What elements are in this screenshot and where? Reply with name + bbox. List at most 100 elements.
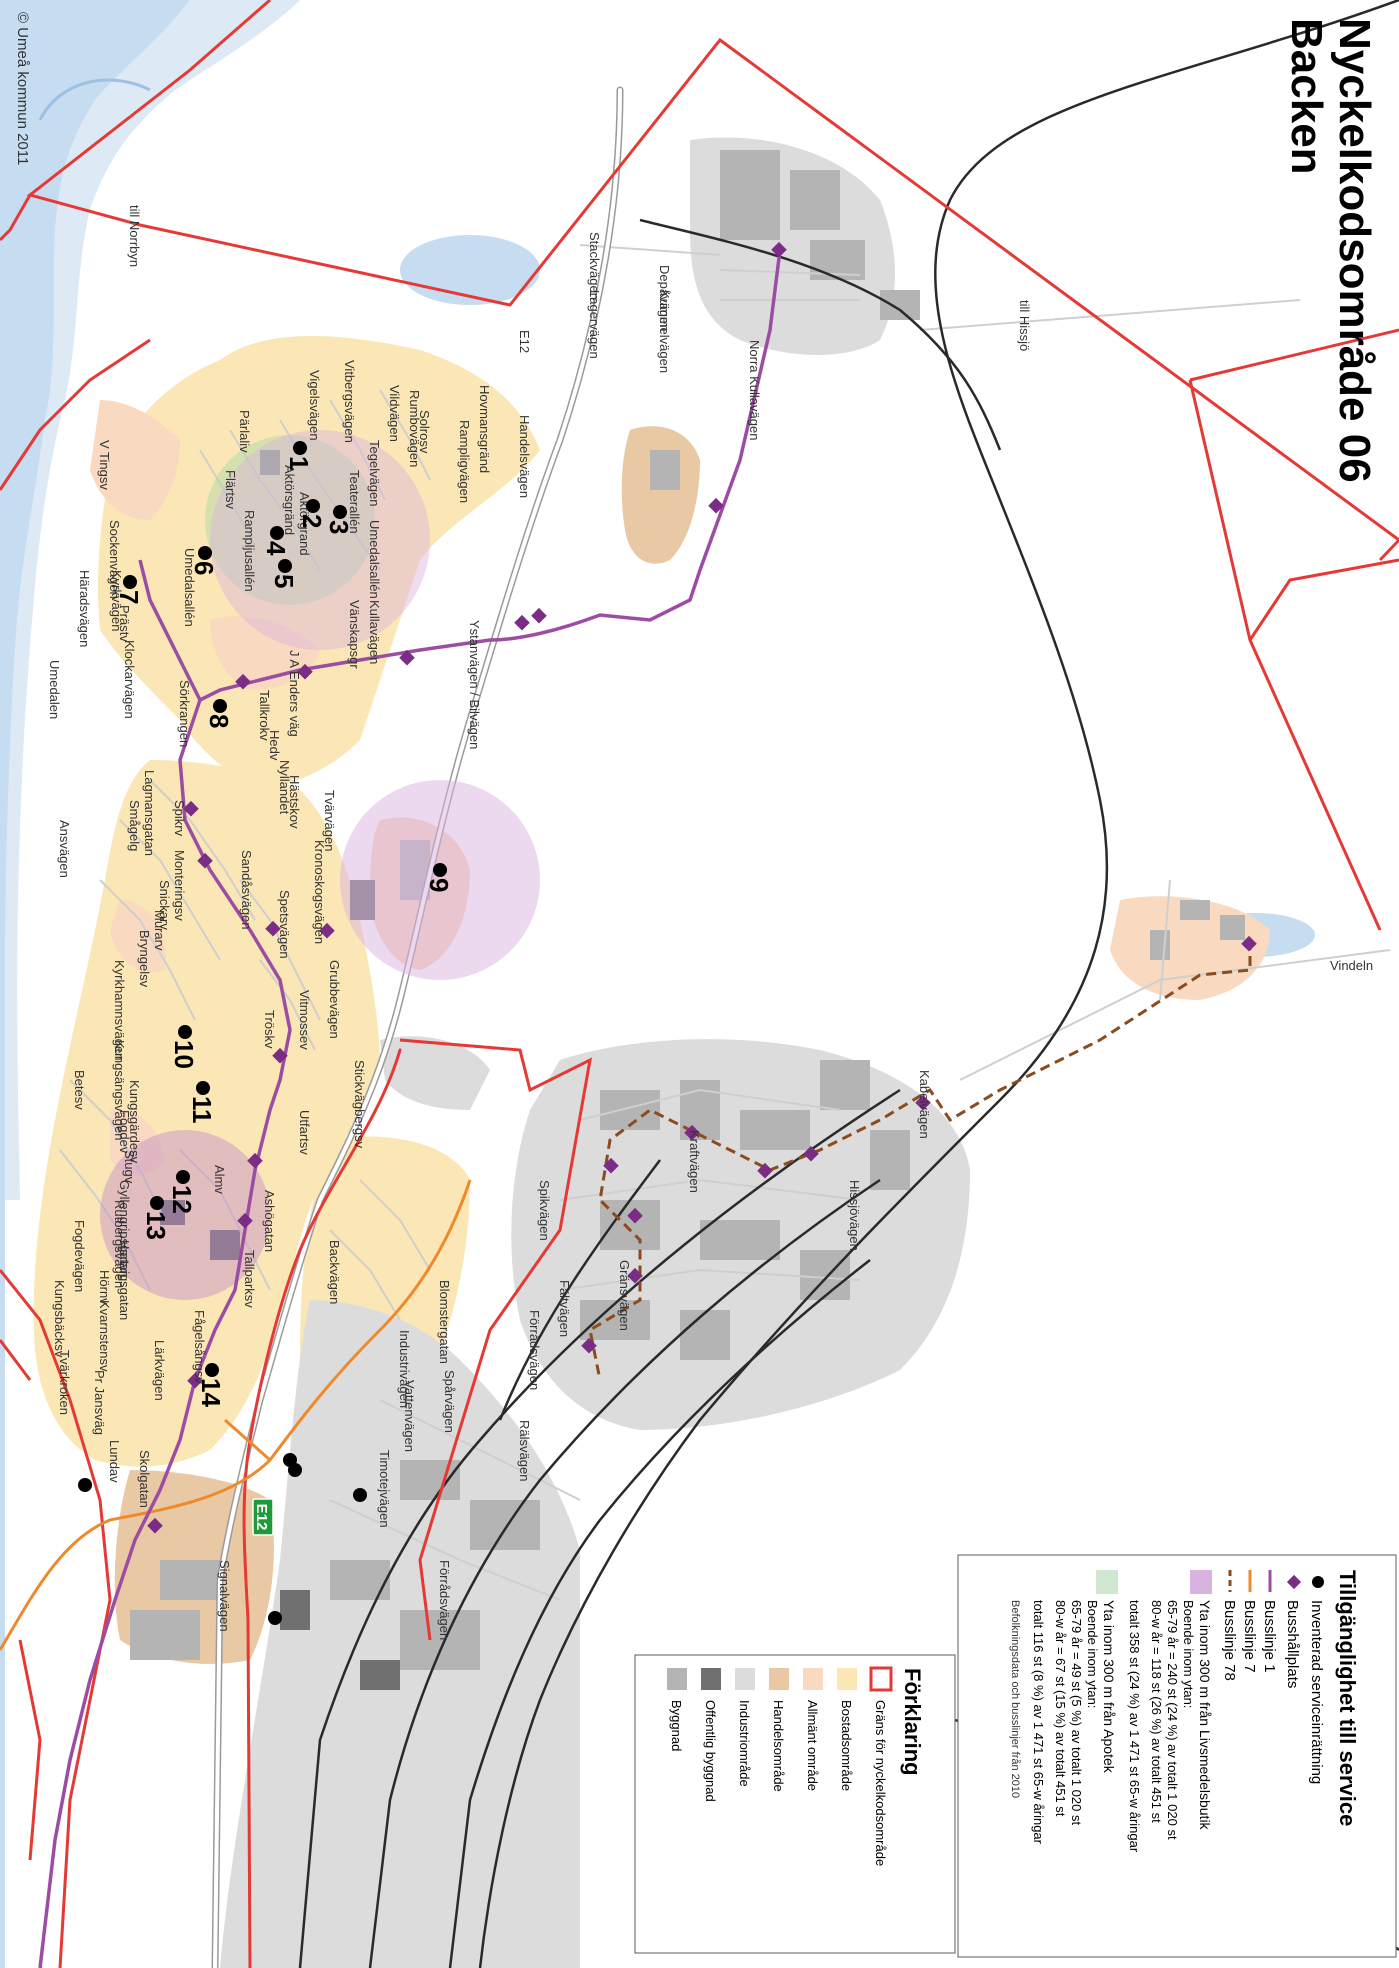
access-areas [100,430,540,1300]
service-point-marker [150,1196,164,1210]
road-label: Gyllengripsgatan [117,1180,132,1278]
service-point-marker [123,575,137,589]
road-label: Förrådsvägen [437,1560,452,1640]
road-label: Industrivägen [397,1330,412,1408]
service-point-marker [306,499,320,513]
road-label: E12 [517,330,532,353]
service-point-number: 5 [269,574,299,588]
bus-stop [1241,935,1257,952]
road-label: Backvägen [327,1240,342,1304]
road-label: Ystanvägen / Bilvägen [467,620,482,749]
copyright: © Umeå kommun 2011 [14,12,31,165]
road-label: Monteringsv [172,850,187,921]
service-point-number: 6 [189,561,219,575]
service-point-number: 12 [167,1185,197,1214]
road-label: Spetsvägen [277,890,292,959]
service-point-marker [270,526,284,540]
road-label: Kabelvägen [917,1070,932,1139]
service-point-number: 9 [424,878,454,892]
bus-stop [531,607,547,624]
copyright-text: © Umeå kommun 2011 [14,12,31,165]
road-label: till Hissjö [1017,300,1032,351]
legend-swatch-commerce [769,1668,789,1690]
service-point-marker [278,559,292,573]
highway-shield: E12 [252,1498,274,1536]
service-point-7: 7 [114,575,144,604]
legend: Förklaring Gräns för nyckelkodsområde Bo… [634,1654,956,1954]
legend-service-point: Inventerad serviceinrättning [1308,1600,1325,1784]
service-point-number: 4 [261,541,291,556]
service-point [78,1478,92,1492]
service-panel-heading: Tillgänglighet till service [1335,1570,1360,1826]
road-label: Fågelsångsv [192,1310,207,1384]
road-label: Umedalsallén [367,520,382,599]
road-label: Grubbevägen [327,960,342,1039]
road-label: Kyrkhamnsvägen [112,960,127,1060]
road-label: Teaterallén [347,470,362,534]
legend-label-industry: Industriområde [737,1700,752,1787]
service-point-marker [293,441,307,455]
service-point-marker [333,505,347,519]
bus-line-7 [0,1179,472,1651]
legend-swatch-industry [735,1668,755,1690]
road-label: Tallparksv [242,1250,257,1308]
road-label: Lärkvägen [152,1340,167,1401]
road-label: Handelsvägen [517,415,532,498]
service-point-12: 12 [167,1170,197,1214]
grocery-total: totalt 358 st (24 %) av 1 471 st 65-w år… [1127,1600,1142,1853]
bus-stop [627,1267,643,1284]
road-label: Kullavägen [367,600,382,664]
grocery-area-title: Yta inom 300 m från Livsmedelsbutik [1197,1600,1213,1831]
legend-heading: Förklaring [900,1668,925,1776]
bus-stop [581,1337,597,1354]
service-points-extra [78,1453,367,1625]
road-label: Vildvägen [387,385,402,442]
legend-label-residential: Bostadsområde [839,1700,854,1791]
service-point-number: 2 [297,514,327,528]
road-label: Tegelvägen [367,440,382,507]
service-point-marker [213,699,227,713]
road-label: Fältvägen [557,1280,572,1337]
road-label: Stugv [122,1150,137,1184]
road-label: Hedv [267,730,282,761]
road-label: Lagmansgatan [142,770,157,856]
service-point [268,1611,282,1625]
road-label: Vitmossev [297,990,312,1050]
bus-stop [514,614,530,631]
road-label: Kronoskogsvägen [312,840,327,944]
service-point-5: 5 [269,559,299,588]
legend-swatch-public-area [803,1668,823,1690]
service-panel: Tillgänglighet till service Inventerad s… [957,1554,1397,1958]
road-label: Kungsgärdesv [127,1080,142,1164]
legend-label-public-building: Offentlig byggnad [703,1700,718,1802]
legend-bus-line-1: Busslinje 1 [1261,1600,1278,1673]
road-label: Depåvägen [657,265,672,332]
service-point-8: 8 [204,699,234,728]
legend-bus-line-7: Busslinje 7 [1241,1600,1258,1673]
dot-icon [1312,1576,1324,1588]
legend-swatch-building [667,1668,687,1690]
service-point-number: 13 [141,1211,171,1240]
bus-stop [757,1162,773,1179]
bus-stop [627,1207,643,1224]
legend-bus-stop: Busshållplats [1284,1600,1301,1688]
title-area-code: Nyckelkodsområde 06 [1330,18,1379,483]
pharmacy-80: 80-w år = 67 st (15 %) av totalt 451 st [1053,1600,1068,1817]
road-label: Klockarvägen [122,640,137,719]
road-label: Kvarnstensv [97,1300,112,1372]
pharmacy-total: totalt 116 st (8 %) av 1 471 st 65-w åri… [1031,1600,1046,1845]
road-label: Utfartsv [297,1110,312,1155]
road-label: Vindeln [1330,958,1373,973]
legend-label-commerce: Handelsområde [771,1700,786,1792]
road-label: Solrosv [417,410,432,454]
road-label: Lagervägen [587,290,602,359]
road-label: V Tingsv [97,440,112,490]
road-label: Aktörsgränd [282,465,297,535]
road-label: Hästskov [287,775,302,829]
service-point-marker [196,1081,210,1095]
legend-swatch-residential [837,1668,857,1690]
road-label: Snickarv [157,880,172,930]
